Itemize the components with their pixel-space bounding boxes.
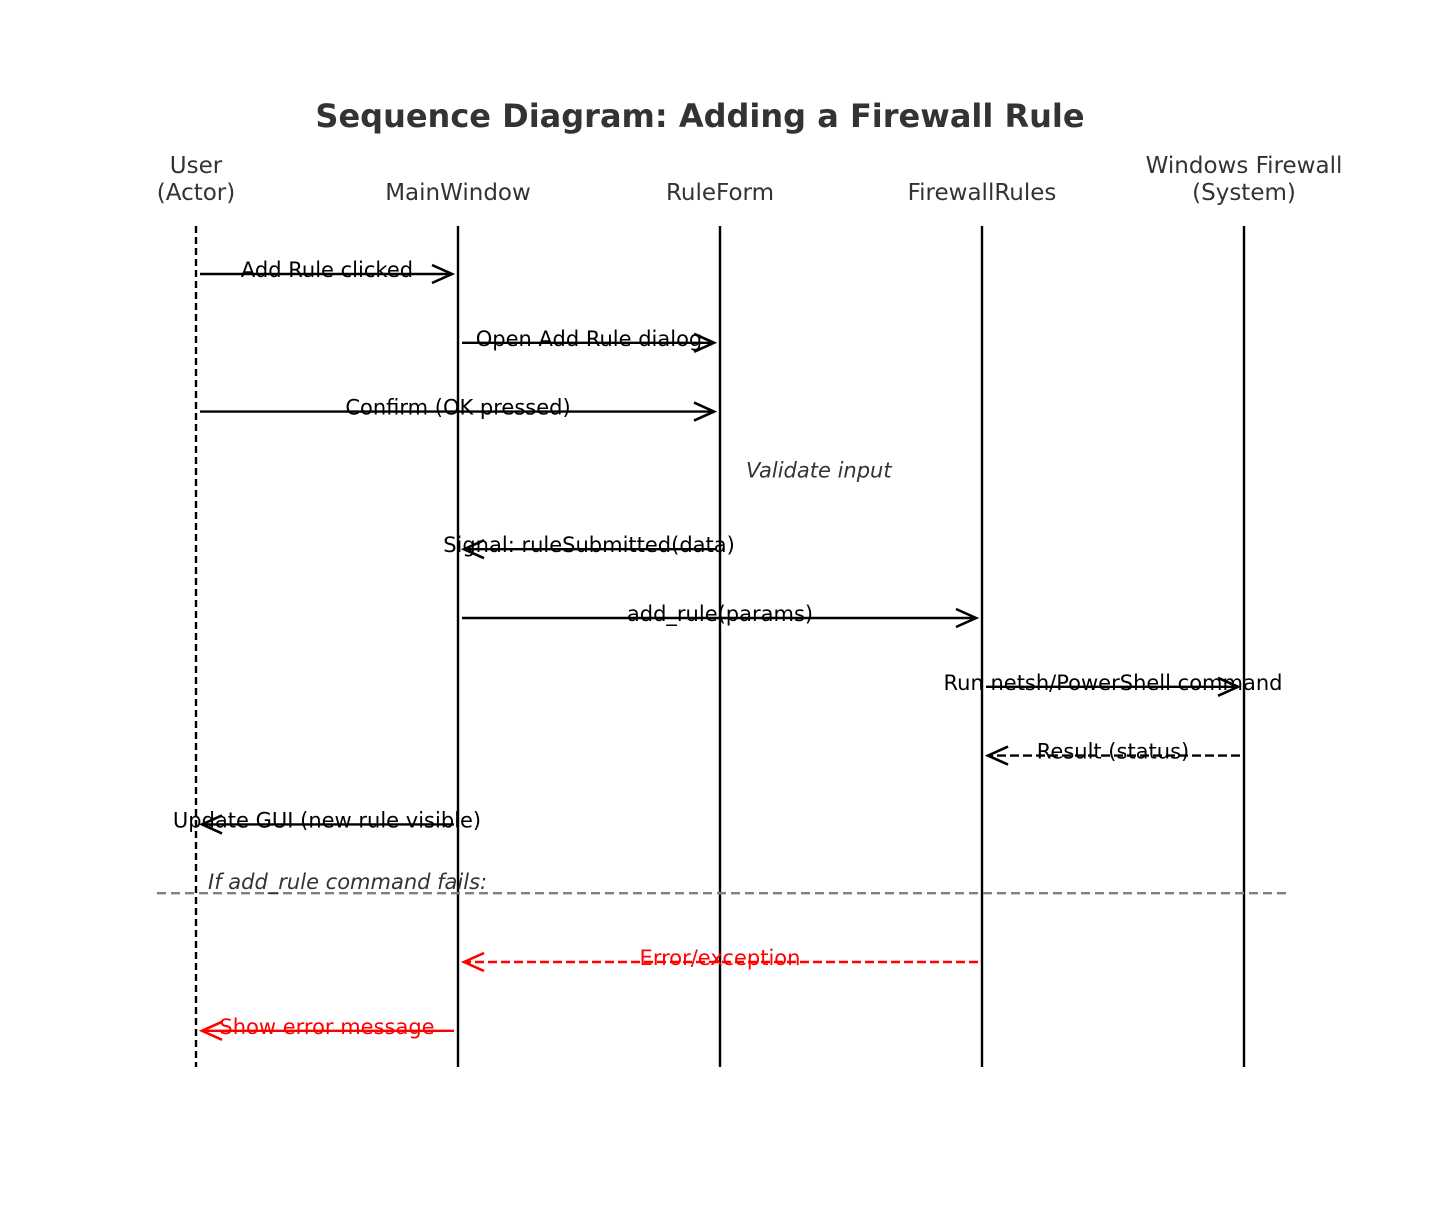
message-label: Add Rule clicked — [241, 258, 413, 282]
message-arrowhead — [460, 951, 485, 973]
message-label: Open Add Rule dialog — [476, 327, 703, 351]
message-arrowhead — [198, 1020, 223, 1041]
participant-windowsfirewall-line: (System) — [1192, 180, 1296, 206]
message-label: Error/exception — [640, 946, 801, 970]
message-arrowhead — [460, 539, 485, 560]
message-arrowhead — [431, 263, 456, 285]
message-label: Run netsh/PowerShell command — [944, 671, 1283, 695]
participant-firewallrules-line: FirewallRules — [908, 180, 1057, 206]
message-label: Update GUI (new rule visible) — [173, 808, 481, 832]
participant-user: User(Actor) — [157, 153, 235, 206]
message-label: Signal: ruleSubmitted(data) — [443, 533, 735, 557]
message-arrowhead — [955, 607, 980, 629]
message-arrowhead — [984, 745, 1009, 766]
participant-mainwindow: MainWindow — [385, 180, 531, 206]
message: Result (status) — [984, 740, 1240, 766]
participant-ruleform: RuleForm — [666, 180, 774, 206]
participant-mainwindow-line: MainWindow — [385, 180, 531, 206]
message: Run netsh/PowerShell command — [944, 671, 1283, 697]
message: Confirm (OK pressed) — [200, 396, 718, 422]
message: Error/exception — [460, 946, 978, 973]
participants: User(Actor) MainWindow RuleForm FirewallRul… — [157, 153, 1343, 206]
diagram-title: Sequence Diagram: Adding a Firewall Rule — [315, 97, 1084, 135]
note-label: Validate input — [746, 458, 892, 482]
message-label: Show error message — [219, 1015, 434, 1039]
message-arrowhead — [198, 814, 223, 835]
lifelines — [194, 226, 1246, 1067]
participant-windowsfirewall: Windows Firewall(System) — [1146, 153, 1343, 206]
participant-ruleform-line: RuleForm — [666, 180, 774, 206]
message: Add Rule clicked — [200, 258, 456, 285]
message-arrowhead — [693, 401, 718, 422]
alt-condition-label: If add_rule command fails: — [208, 870, 487, 895]
message-arrowhead — [1217, 676, 1242, 697]
message: add_rule(params) — [462, 602, 980, 629]
message: Signal: ruleSubmitted(data) — [443, 533, 735, 560]
message-arrowhead — [693, 332, 718, 353]
participant-user-line: (Actor) — [157, 180, 235, 206]
message: Open Add Rule dialog — [462, 327, 718, 353]
participant-windowsfirewall-line: Windows Firewall — [1146, 153, 1343, 179]
participant-firewallrules: FirewallRules — [908, 180, 1057, 206]
message: Show error message — [198, 1015, 454, 1041]
message-label: Result (status) — [1037, 740, 1189, 764]
participant-user-line: User — [170, 153, 223, 179]
message-label: add_rule(params) — [627, 602, 813, 627]
message: Update GUI (new rule visible) — [173, 808, 481, 835]
message-label: Confirm (OK pressed) — [345, 396, 570, 420]
